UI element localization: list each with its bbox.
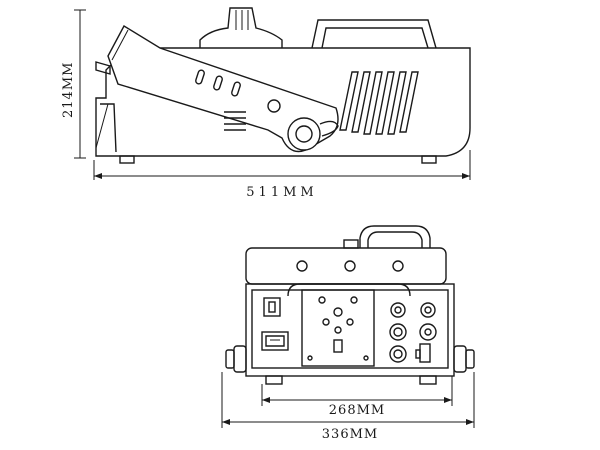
plate-hole [350,296,358,304]
front-handle [359,225,431,248]
outer-width-dimension-label: 336MM [322,427,378,442]
handle-inner [321,27,429,49]
plate-switch [333,339,343,353]
inner-dim-arrow-right [444,397,452,403]
side-knob-right [453,345,467,373]
arm-slot [213,75,223,91]
housing-screw [392,260,404,272]
side-foot-right [421,155,437,164]
front-panel-inner [251,289,449,369]
front-handle-inner [367,231,423,248]
housing-screw [296,260,308,272]
panel-arch [287,283,411,297]
plate-hole [318,296,326,304]
plate-hole [322,318,330,326]
plate-hole [334,326,342,334]
inner-width-dimension-label: 268MM [329,403,385,418]
side-knob-left [233,345,247,373]
side-knob-left-cap [225,349,235,369]
upper-housing [245,247,447,285]
side-view: 214MM [61,7,471,200]
handle-outline [311,19,437,49]
front-foot-left [265,375,283,385]
power-socket [261,331,289,351]
front-foot-right [419,375,437,385]
inner-dim-arrow-left [262,397,270,403]
width-dim-arrow-left [94,173,102,179]
side-foot-left [119,155,135,164]
power-socket-inner [265,335,285,347]
nozzle-arm-edge [111,29,129,61]
front-bevel-line [95,103,109,156]
power-switch-rocker [268,301,276,313]
side-vents [339,71,419,135]
plate-corner-screw [363,355,369,361]
width-dimension-label: 511MM [246,185,317,200]
pivot-lever [319,120,339,137]
outer-dim-arrow-left [222,419,230,425]
front-view: 268MM 336MM [221,225,475,442]
connector-column [389,302,437,363]
front-panel-edge [100,103,117,153]
arm-slot [195,69,205,85]
height-dimension-label: 214MM [61,62,76,118]
front-cap [343,239,359,249]
pivot-knob-center [295,125,313,143]
arm-round-slot [267,99,281,113]
outer-dim-arrow-right [466,419,474,425]
width-dim-arrow-right [462,173,470,179]
power-switch [263,297,281,317]
nozzle-tip [95,61,111,75]
plate-hole [346,318,354,326]
arm-slot [231,81,241,97]
housing-screw [344,260,356,272]
tank-cap [199,7,283,48]
side-knob-right-cap [465,349,475,369]
pivot-knob [287,117,321,151]
lower-vent [224,111,246,131]
plate-corner-screw [307,355,313,361]
plate-hole [333,307,343,317]
control-plate [301,289,375,367]
